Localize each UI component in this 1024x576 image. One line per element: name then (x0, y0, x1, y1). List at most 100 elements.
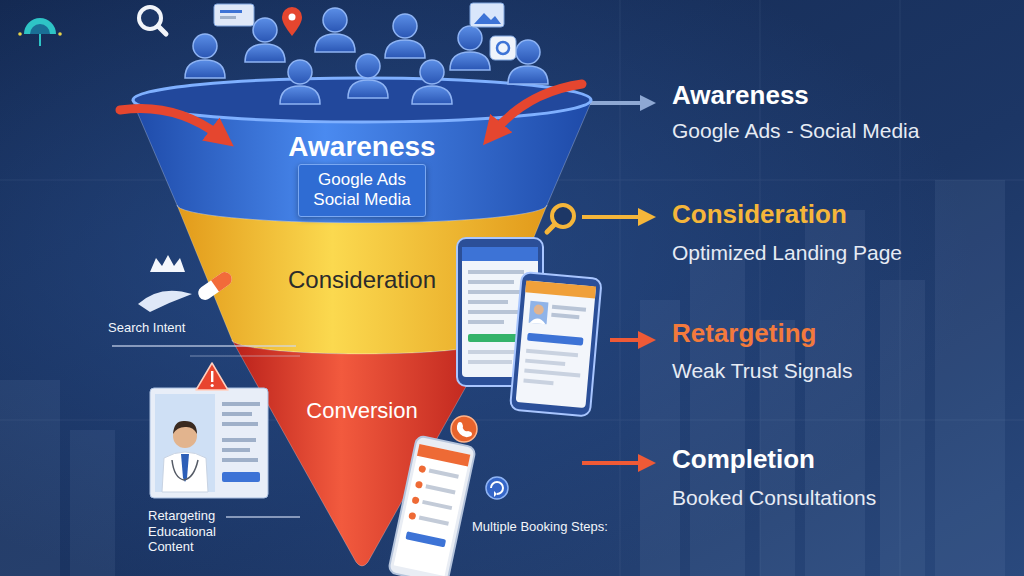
person-head (420, 60, 444, 84)
screen-line (468, 290, 528, 294)
card-line (222, 438, 256, 442)
card-line (222, 422, 258, 426)
building (70, 430, 115, 576)
logo-stem (39, 34, 41, 46)
person-head (393, 14, 417, 38)
screen-line (525, 359, 565, 366)
curved-arrow (494, 84, 582, 132)
person-icon (348, 54, 388, 98)
screen-line (551, 313, 579, 319)
screen-line (468, 280, 514, 284)
pointer-arrow (610, 331, 656, 349)
ad-card-icon (214, 4, 254, 26)
call-circle (451, 416, 477, 442)
ad-card-line (220, 10, 242, 13)
phone-screen (394, 444, 471, 576)
card-line (222, 412, 252, 416)
building (0, 380, 60, 576)
stage-heading: Retargeting (672, 318, 816, 349)
phone-frame (510, 272, 602, 416)
arrow-shaft (610, 338, 639, 342)
band-title: Consideration (177, 266, 547, 295)
band-title: Conversion (232, 398, 492, 424)
screen-line (422, 500, 452, 510)
doctor-card (150, 388, 268, 498)
screen-button (405, 531, 446, 547)
screen-line (468, 270, 524, 274)
person-icon (280, 60, 320, 104)
arrow-shaft (590, 101, 641, 105)
screen-line (524, 369, 580, 378)
chat-symbol (497, 42, 509, 54)
stage-heading: Awareness (672, 80, 809, 111)
screen-line (425, 484, 455, 494)
card-line (222, 402, 260, 406)
intent-icons (138, 255, 235, 312)
logo-mark (24, 18, 56, 34)
card-line (222, 448, 250, 452)
refresh-head (494, 491, 497, 497)
person-icon (315, 8, 355, 52)
screen-line (419, 516, 449, 526)
person-head (356, 54, 380, 78)
ad-card (214, 4, 254, 26)
phone-mockup (510, 272, 602, 416)
stage-heading: Consideration (672, 199, 847, 230)
stage-heading: Completion (672, 444, 815, 475)
person-icon (385, 14, 425, 58)
chat-box (490, 36, 516, 60)
stage-detail: Booked Consultations (672, 485, 876, 510)
person-head (253, 18, 277, 42)
stage-detail: Google Ads - Social Media (672, 118, 919, 143)
screen-line (468, 300, 508, 304)
pill-icon (195, 269, 234, 302)
phone-frame (388, 435, 476, 576)
grid-line (900, 0, 901, 576)
person-body (315, 34, 355, 52)
leader-line (226, 516, 300, 518)
arrow-head (638, 454, 656, 472)
pill-half (211, 269, 235, 291)
person-body (185, 60, 225, 78)
person-body (450, 52, 490, 70)
ad-card-line (220, 16, 236, 19)
logo-mark (30, 24, 50, 34)
image-mountain (474, 13, 501, 24)
leader-line (112, 345, 296, 347)
leader-line (190, 356, 300, 357)
person-head (458, 26, 482, 50)
arrow-head (638, 208, 656, 226)
building (690, 250, 745, 576)
refresh-circle (486, 477, 508, 499)
doctor-hair (173, 421, 197, 434)
person-icon (412, 60, 452, 104)
building (805, 210, 865, 576)
avatar-frame (529, 301, 549, 324)
list-dot (408, 512, 416, 520)
grid-line (620, 0, 621, 576)
callout-note: Retargeting Educational Content (148, 508, 232, 555)
avatar-head (533, 304, 544, 315)
screen-header (417, 444, 470, 467)
crown-icon (150, 255, 185, 272)
screen-header (525, 280, 596, 298)
handset (457, 422, 472, 437)
stage-detail: Weak Trust Signals (672, 358, 853, 383)
person-body (385, 40, 425, 58)
magnifier-handle (547, 224, 555, 232)
avatar-body (530, 318, 546, 324)
chat-icon (490, 36, 516, 60)
stethoscope (172, 460, 198, 480)
pin-dot (289, 14, 296, 21)
card-line (222, 458, 258, 462)
screen-line (523, 379, 553, 386)
person-icon (185, 34, 225, 78)
person-body (412, 86, 452, 104)
person-body (280, 86, 320, 104)
warning-mark (211, 384, 214, 387)
image-icon (470, 3, 504, 27)
building (880, 280, 925, 576)
